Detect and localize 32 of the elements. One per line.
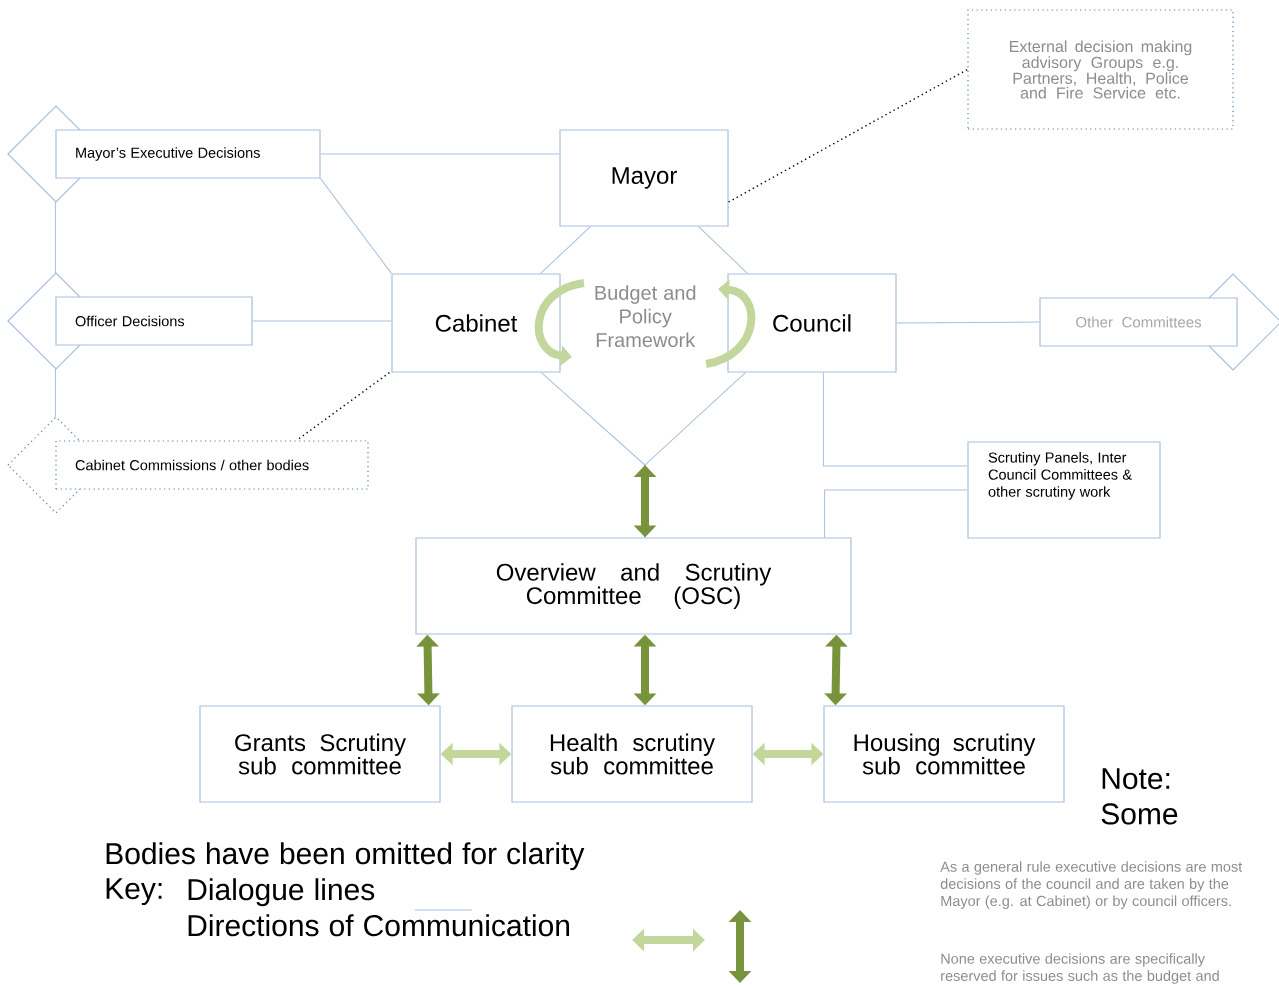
connector-line [824,489,968,538]
scrutiny-box: Scrutiny Panels, Inter Council Committees & other scrutiny work [967,441,1161,539]
decision-box: Officer Decisions [7,272,253,370]
connector-line [54,368,56,418]
connector-line [896,321,1040,324]
connector-line [54,201,56,274]
key-label: Key: [106,878,162,906]
process-box: Grants Scrutiny sub committee [199,705,441,803]
leader-line [727,68,969,203]
legend-text: Directions of Communication [188,914,569,937]
advisory-box: External decision making advisory Groups e.g. Partners, Health, Police and Fire Service etc. [967,9,1234,130]
connector-line [540,226,591,274]
note-text: Bodies have been omitted for clarity [106,842,585,871]
legend-text: Dialogue lines [188,878,375,907]
process-box: Mayor [559,129,729,227]
connector-line [320,153,560,155]
connector-line [698,226,748,274]
commission-box: Cabinet Commissions / other bodies [7,416,369,514]
note-text: As a general rule executive decisions are most decisions of the council and are taken by the Mayor (e.g. at Cabinet) or by council officers. [940,861,1243,909]
process-box: Health scrutiny sub committee [511,705,753,803]
connector-line [320,178,392,274]
note-heading: Note: Some [1101,768,1178,825]
process-box: Housing scrutiny sub committee [823,705,1065,803]
connector-line [822,372,968,467]
framework-label: Budget and Policy Framework [595,285,696,348]
process-box: Council [727,273,897,373]
committee-box: Other Committees [1039,273,1279,371]
process-box: Overview and Scrutiny Committee (OSC) [415,537,852,635]
note-text: None executive decisions are specifically reserved for issues such as the budget and [941,953,1219,984]
decision-box: Mayor’s Executive Decisions [7,105,321,203]
process-box: Cabinet [391,273,561,373]
connector-line [252,320,392,322]
